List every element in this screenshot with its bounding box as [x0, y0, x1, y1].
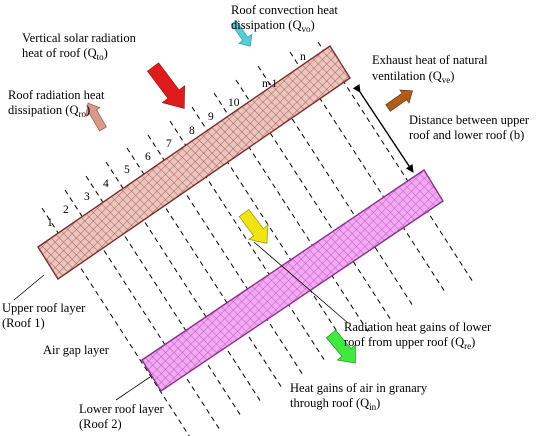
roof-radiation-label: Roof radiation heat dissipation (Qro): [8, 88, 108, 119]
solar-radiation-arrow: [146, 62, 185, 109]
vertical-solar-label: Vertical solar radiation heat of roof (Q…: [22, 31, 139, 62]
segment-number: 2: [63, 204, 69, 216]
segment-number: n-1: [262, 78, 278, 90]
segment-numbers: 12 3 4 5 6 7 8 9 10 n-1 n: [47, 51, 306, 229]
segment-number: 8: [189, 125, 195, 137]
segment-number: 1: [47, 217, 53, 229]
upper-roof-layer: [37, 45, 351, 280]
lower-roof-label: Lower roof layer (Roof 2): [79, 402, 167, 431]
heat-gain-arrow: [325, 329, 356, 364]
air-gap-label: Air gap layer: [43, 343, 110, 357]
roof-convection-arrow: [230, 20, 253, 47]
upper-roof-leader: [13, 274, 45, 301]
segment-number: 7: [166, 138, 172, 150]
heat-gains-air-label: Heat gains of air in granary through roo…: [290, 381, 430, 412]
segment-number: 3: [84, 191, 90, 203]
segment-number: 4: [103, 178, 109, 190]
exhaust-heat-arrow: [385, 89, 413, 112]
lower-roof-layer: [141, 169, 444, 392]
upper-roof-label: Upper roof layer (Roof 1): [2, 301, 88, 330]
roof-convection-label: Roof convection heat dissipation (Qvo): [231, 3, 341, 34]
radiation-gains-leader: [253, 241, 349, 324]
segment-number: 9: [208, 111, 214, 123]
radiation-gains-label: Radiation heat gains of lower roof from …: [344, 320, 494, 351]
segment-number: 6: [145, 151, 151, 163]
lower-roof-leader: [115, 376, 151, 401]
segment-number: 10: [228, 97, 240, 109]
radiation-gain-arrow: [238, 208, 269, 244]
exhaust-heat-label: Exhaust heat of natural ventilation (Qve…: [372, 53, 491, 85]
segment-number: 5: [124, 164, 130, 176]
segment-number: n: [300, 51, 306, 63]
roof-radiation-arrow: [85, 102, 107, 132]
distance-label: Distance between upper roof and lower ro…: [409, 113, 532, 142]
distance-double-arrow: [352, 83, 414, 173]
